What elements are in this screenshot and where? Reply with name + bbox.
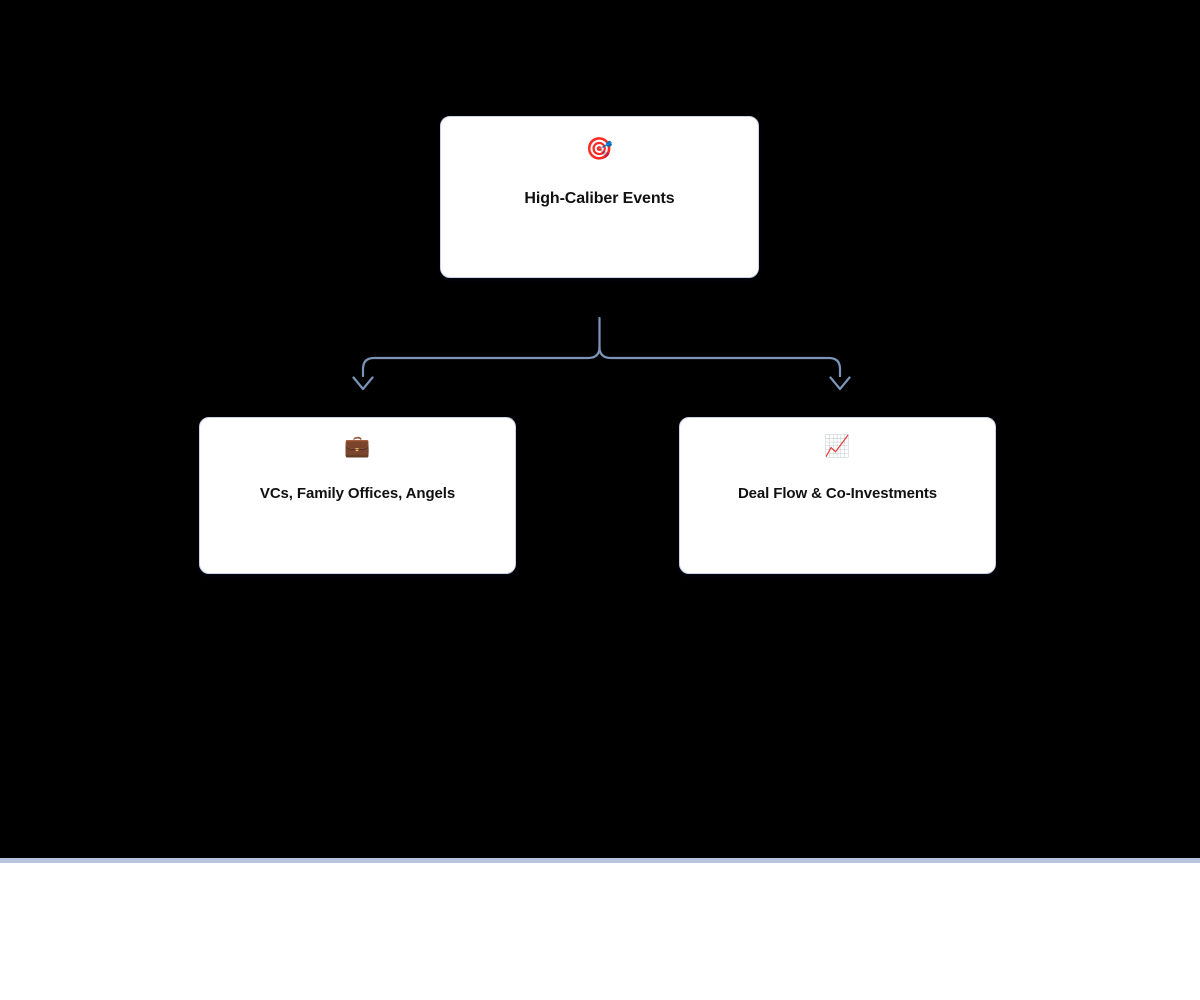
node-card-root[interactable]: 🎯 High-Caliber Events — [440, 116, 759, 278]
node-label-root: High-Caliber Events — [524, 190, 675, 207]
arrowhead-right — [829, 376, 851, 391]
node-card-deal-flow-co-investments[interactable]: 📈 Deal Flow & Co-Investments — [679, 417, 996, 574]
node-label-child-0: VCs, Family Offices, Angels — [259, 485, 456, 502]
chart-increasing-icon: 📈 — [824, 434, 851, 458]
connector-branch-left — [361, 345, 601, 378]
footer-divider — [0, 858, 1200, 863]
connector-branch-right — [598, 345, 842, 378]
footer-bar: Investor Networking Ecosystem — [0, 863, 1200, 1000]
node-card-vcs-family-offices-angels[interactable]: 💼 VCs, Family Offices, Angels — [199, 417, 516, 574]
direct-hit-target-icon: 🎯 — [585, 137, 614, 162]
briefcase-icon: 💼 — [344, 434, 371, 458]
arrowhead-left — [352, 376, 374, 391]
node-label-child-1: Deal Flow & Co-Investments — [737, 485, 938, 502]
diagram-canvas: 🎯 High-Caliber Events 💼 VCs, Family Offi… — [199, 116, 996, 574]
